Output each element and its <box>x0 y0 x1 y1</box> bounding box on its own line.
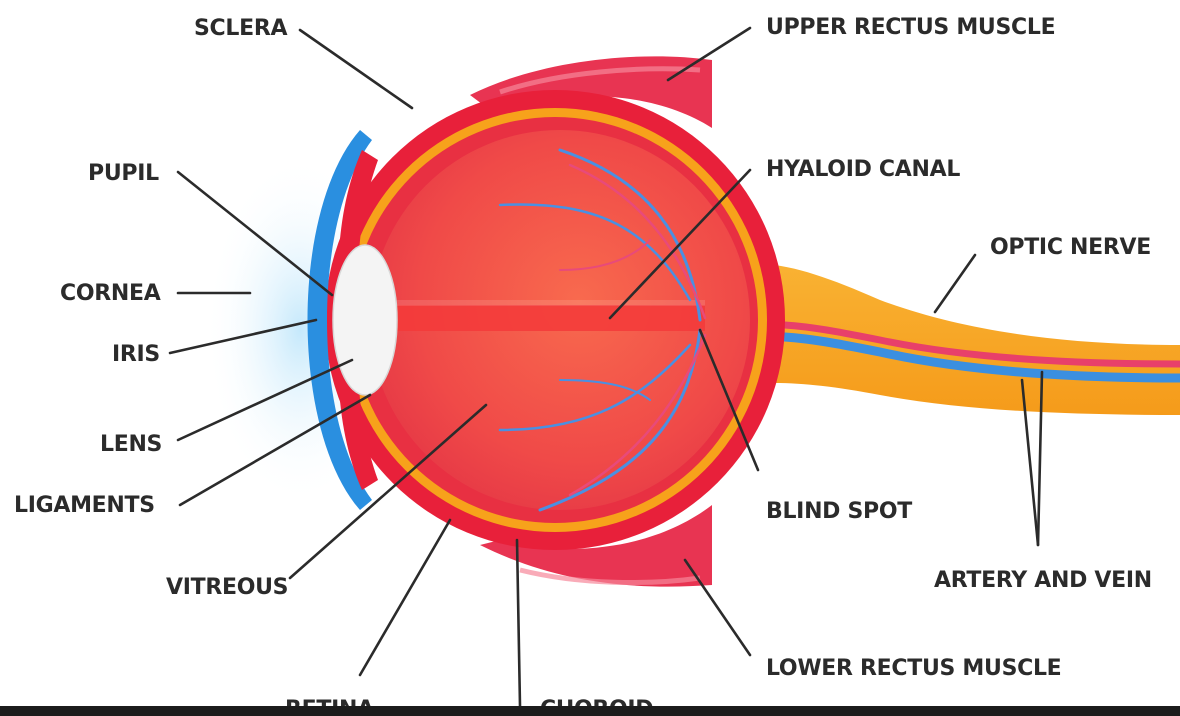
label-ligaments: LIGAMENTS <box>14 493 155 518</box>
label-hyaloid-canal: HYALOID CANAL <box>766 157 960 182</box>
label-lens: LENS <box>100 432 162 457</box>
label-iris: IRIS <box>112 342 160 367</box>
label-upper-rectus-muscle: UPPER RECTUS MUSCLE <box>766 15 1055 40</box>
label-cornea: CORNEA <box>60 281 161 306</box>
bottom-dark-bar <box>0 706 1180 716</box>
lens-shape <box>333 245 397 395</box>
hyaloid-canal-band <box>395 305 705 331</box>
label-blind-spot: BLIND SPOT <box>766 499 912 524</box>
label-lower-rectus-muscle: LOWER RECTUS MUSCLE <box>766 656 1061 681</box>
label-artery-and-vein: ARTERY AND VEIN <box>934 568 1152 593</box>
label-vitreous: VITREOUS <box>166 575 288 600</box>
label-sclera: SCLERA <box>194 16 287 41</box>
label-pupil: PUPIL <box>88 161 159 186</box>
label-optic-nerve: OPTIC NERVE <box>990 235 1151 260</box>
